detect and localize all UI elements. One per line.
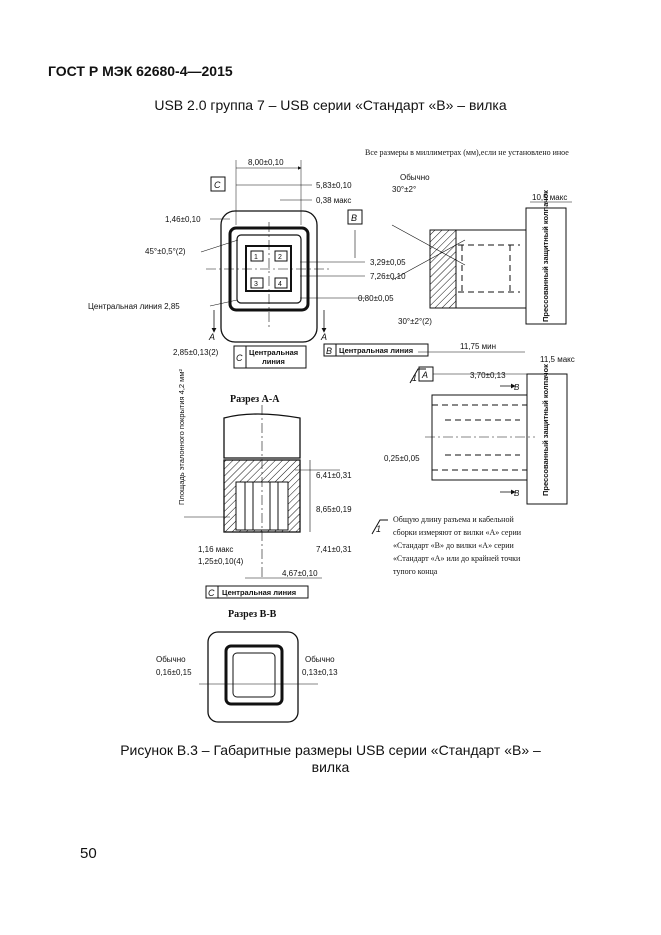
section-a-left: A bbox=[208, 332, 215, 342]
dim-4-67: 4,67±0,10 bbox=[282, 569, 318, 578]
dim-0-13: 0,13±0,13 bbox=[302, 668, 338, 677]
dim-7-26: 7,26±0,10 bbox=[370, 272, 406, 281]
note-line-5: тупого конца bbox=[393, 567, 438, 576]
figure-caption: Рисунок B.3 – Габаритные размеры USB сер… bbox=[120, 742, 541, 775]
pin-1-label: 1 bbox=[254, 254, 258, 261]
note-line-3: «Стандарт «В» до вилки «А» серии bbox=[393, 541, 515, 550]
svg-text:B: B bbox=[326, 346, 332, 356]
dim-11-75: 11,75 мин bbox=[460, 342, 496, 351]
front-contacts-block bbox=[245, 245, 292, 292]
angle-30: 30°±2° bbox=[392, 185, 416, 194]
dim-5-83: 5,83±0,10 bbox=[316, 181, 352, 190]
dim-8-65: 8,65±0,19 bbox=[316, 505, 352, 514]
dim-0-25: 0,25±0,05 bbox=[384, 454, 420, 463]
front-outer-body bbox=[220, 210, 318, 343]
page-number: 50 bbox=[80, 845, 97, 862]
dim-8-00: 8,00±0,10 bbox=[248, 158, 284, 167]
note-1: 1 Общую длину разъема и кабельной сборки… bbox=[371, 515, 522, 576]
molded-cap-label-1: Прессованный защитный колпачок bbox=[541, 190, 550, 322]
svg-text:B: B bbox=[514, 383, 520, 392]
angle-30-2: 30°±2°(2) bbox=[398, 317, 432, 326]
dim-6-41: 6,41±0,31 bbox=[316, 471, 352, 480]
side-view-middle: 11,75 мин 11,5 макс 1 A 3,70±0,13 B 0,25… bbox=[384, 342, 575, 505]
datum-c-box: C bbox=[214, 180, 221, 190]
note-line-1: Общую длину разъема и кабельной bbox=[393, 515, 514, 524]
figure-subtitle: USB 2.0 группа 7 – USB серии «Стандарт «… bbox=[154, 97, 507, 113]
dim-11-5: 11,5 макс bbox=[540, 355, 575, 364]
svg-text:C: C bbox=[236, 353, 243, 363]
note-line-2: сборки измеряют от вилки «А» серии bbox=[393, 528, 522, 537]
dim-1-46: 1,46±0,10 bbox=[165, 215, 201, 224]
dim-2-85-2: 2,85±0,13(2) bbox=[173, 348, 219, 357]
section-bb-title: Разрез B-B bbox=[228, 609, 277, 620]
pin-2-label: 2 bbox=[278, 254, 282, 261]
centerline-box-b: Центральная линия bbox=[339, 346, 413, 355]
section-a-right: A bbox=[320, 332, 327, 342]
svg-text:линия: линия bbox=[262, 357, 285, 366]
molded-cap-label-2: Прессованный защитный колпачок bbox=[541, 364, 550, 496]
svg-text:Центральная: Центральная bbox=[249, 348, 298, 357]
dim-0-80: 0,80±0,05 bbox=[358, 294, 394, 303]
typ-label-2: Обычно bbox=[156, 655, 186, 664]
dim-3-70: 3,70±0,13 bbox=[470, 371, 506, 380]
front-view: 1 2 3 4 8,00±0,10 5,83±0,10 0,38 макс 1,… bbox=[88, 158, 429, 369]
dim-10-5: 10,5 макс bbox=[532, 193, 567, 202]
centerline-2-85: Центральная линия 2,85 bbox=[88, 302, 180, 311]
reference-area-label: Площадь эталонного покрытия 4,2 мм² bbox=[177, 369, 186, 505]
datum-a-box: A bbox=[421, 370, 428, 380]
svg-text:1: 1 bbox=[376, 524, 381, 534]
typ-label-1: Обычно bbox=[400, 173, 430, 182]
centerline-box-c: Центральная линия bbox=[222, 588, 296, 597]
pin-3-label: 3 bbox=[254, 281, 258, 288]
svg-text:1: 1 bbox=[412, 373, 417, 383]
units-note: Все размеры в миллиметрах (мм),если не у… bbox=[365, 148, 569, 157]
dim-0-16: 0,16±0,15 bbox=[156, 668, 192, 677]
side-view-top: Обычно 30°±2° 10,5 макс Прессованный защ… bbox=[391, 173, 572, 326]
datum-b-box: B bbox=[351, 213, 357, 223]
svg-text:B: B bbox=[514, 489, 520, 498]
dim-1-25: 1,25±0,10(4) bbox=[198, 557, 244, 566]
dim-0-38: 0,38 макс bbox=[316, 196, 351, 205]
dim-1-16: 1,16 макс bbox=[198, 545, 233, 554]
section-a-a: Разрез A-A Площадь эталонного покрытия 4… bbox=[177, 369, 352, 599]
note-line-4: «Стандарт «А» или до крайней точки bbox=[393, 554, 521, 563]
dim-3-29: 3,29±0,05 bbox=[370, 258, 406, 267]
document-header: ГОСТ Р МЭК 62680-4—2015 bbox=[48, 63, 233, 79]
dim-7-41: 7,41±0,31 bbox=[316, 545, 352, 554]
svg-text:C: C bbox=[208, 588, 215, 598]
typ-label-3: Обычно bbox=[305, 655, 335, 664]
section-b-b: Разрез B-B Обычно 0,16±0,15 Обычно 0,13±… bbox=[156, 609, 338, 723]
dim-45deg: 45°±0,5°(2) bbox=[145, 247, 186, 256]
section-aa-title: Разрез A-A bbox=[230, 394, 280, 405]
pin-4-label: 4 bbox=[278, 281, 282, 288]
